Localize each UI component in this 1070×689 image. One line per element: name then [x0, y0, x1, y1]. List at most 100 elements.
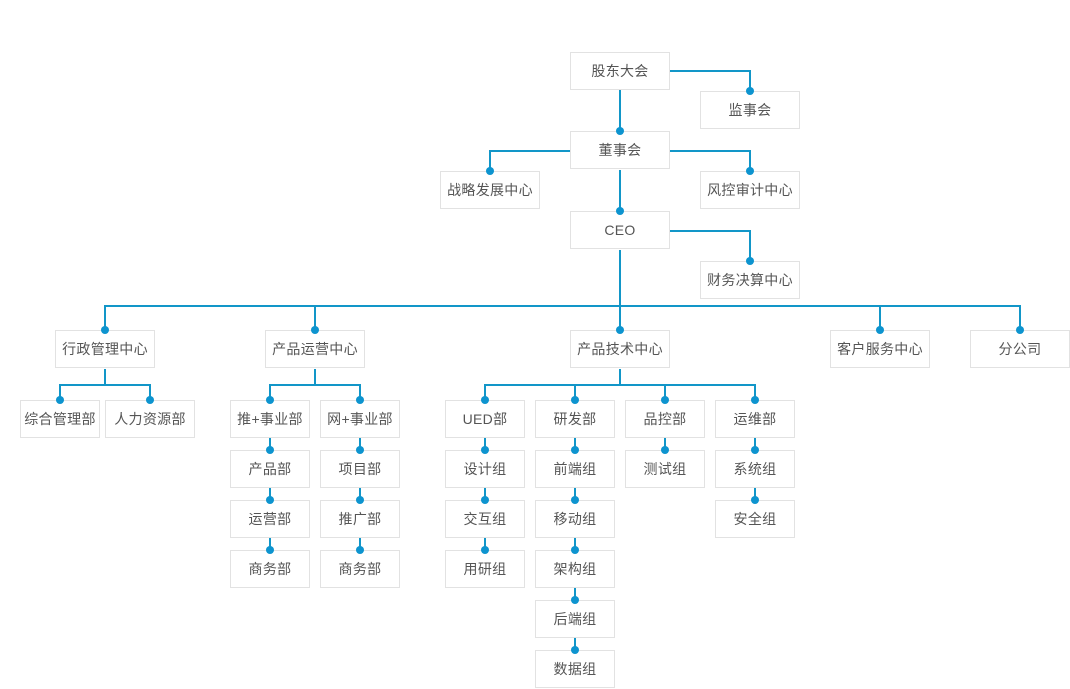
dot-tui-plus — [266, 396, 274, 404]
node-backend-group[interactable]: 后端组 — [535, 600, 615, 638]
node-design-group[interactable]: 设计组 — [445, 450, 525, 488]
node-board-of-supervisors[interactable]: 监事会 — [700, 91, 800, 129]
connector-board-to-strategy-v — [489, 150, 491, 172]
node-qc-dept[interactable]: 品控部 — [625, 400, 705, 438]
drop-admin-center — [104, 305, 106, 331]
dot-board — [616, 127, 624, 135]
drop-human-resources — [149, 384, 151, 400]
node-architecture-group[interactable]: 架构组 — [535, 550, 615, 588]
connector-board-to-ceo — [619, 170, 621, 212]
node-general-management-dept[interactable]: 综合管理部 — [20, 400, 100, 438]
node-risk-audit-center[interactable]: 风控审计中心 — [700, 171, 800, 209]
dot-rd — [571, 396, 579, 404]
connector-shareholders-to-supervisors-v — [749, 70, 751, 92]
chain-rd-2 — [574, 488, 576, 500]
node-product-operations-center[interactable]: 产品运营中心 — [265, 330, 365, 368]
dot-risk — [746, 167, 754, 175]
dot-business-dept-left — [266, 546, 274, 554]
connector-admin-bar — [59, 384, 150, 386]
node-business-dept-left[interactable]: 商务部 — [230, 550, 310, 588]
node-human-resources-dept[interactable]: 人力资源部 — [105, 400, 195, 438]
dot-system-group — [751, 446, 759, 454]
node-admin-management-center[interactable]: 行政管理中心 — [55, 330, 155, 368]
node-operations-dept[interactable]: 运营部 — [230, 500, 310, 538]
dot-ued — [481, 396, 489, 404]
drop-tui-plus — [269, 384, 271, 400]
dot-ops-maintenance — [751, 396, 759, 404]
node-business-dept-right[interactable]: 商务部 — [320, 550, 400, 588]
node-ops-maintenance-dept[interactable]: 运维部 — [715, 400, 795, 438]
dot-wang-plus — [356, 396, 364, 404]
chain-ued-3 — [484, 538, 486, 550]
node-data-group[interactable]: 数据组 — [535, 650, 615, 688]
dot-product-dept — [266, 446, 274, 454]
node-ued-dept[interactable]: UED部 — [445, 400, 525, 438]
node-security-group[interactable]: 安全组 — [715, 500, 795, 538]
drop-rd — [574, 384, 576, 400]
connector-board-to-risk-v — [749, 150, 751, 172]
chain-ued-1 — [484, 438, 486, 450]
dot-customer-service-center — [876, 326, 884, 334]
node-finance-settlement-center[interactable]: 财务决算中心 — [700, 261, 800, 299]
dot-test-group — [661, 446, 669, 454]
dot-human-resources — [146, 396, 154, 404]
node-test-group[interactable]: 测试组 — [625, 450, 705, 488]
node-interaction-group[interactable]: 交互组 — [445, 500, 525, 538]
node-mobile-group[interactable]: 移动组 — [535, 500, 615, 538]
connector-product-tech-stem — [619, 369, 621, 385]
connector-product-ops-stem — [314, 369, 316, 385]
drop-product-ops-center — [314, 305, 316, 331]
dot-mobile-group — [571, 496, 579, 504]
chain-tui-3 — [269, 538, 271, 550]
chain-wang-3 — [359, 538, 361, 550]
dot-general-management — [56, 396, 64, 404]
node-customer-service-center[interactable]: 客户服务中心 — [830, 330, 930, 368]
node-branch-company[interactable]: 分公司 — [970, 330, 1070, 368]
node-promotion-dept[interactable]: 推广部 — [320, 500, 400, 538]
connector-board-to-strategy-h — [490, 150, 570, 152]
node-shareholders-meeting[interactable]: 股东大会 — [570, 52, 670, 90]
node-project-dept[interactable]: 项目部 — [320, 450, 400, 488]
node-product-technology-center[interactable]: 产品技术中心 — [570, 330, 670, 368]
drop-wang-plus — [359, 384, 361, 400]
chain-rd-1 — [574, 438, 576, 450]
connector-ceo-to-finance-v — [749, 230, 751, 262]
node-ceo[interactable]: CEO — [570, 211, 670, 249]
chain-rd-5 — [574, 638, 576, 650]
connector-shareholders-to-supervisors-h — [670, 70, 750, 72]
node-system-group[interactable]: 系统组 — [715, 450, 795, 488]
node-wang-plus-business-unit[interactable]: 网+事业部 — [320, 400, 400, 438]
connector-product-tech-bar — [484, 384, 755, 386]
dot-design-group — [481, 446, 489, 454]
dot-architecture-group — [571, 546, 579, 554]
dot-product-ops-center — [311, 326, 319, 334]
node-product-dept[interactable]: 产品部 — [230, 450, 310, 488]
chain-wang-1 — [359, 438, 361, 450]
drop-branch-company — [1019, 305, 1021, 331]
node-user-research-group[interactable]: 用研组 — [445, 550, 525, 588]
drop-qc — [664, 384, 666, 400]
connector-ceo-to-finance-h — [670, 230, 750, 232]
node-frontend-group[interactable]: 前端组 — [535, 450, 615, 488]
connector-shareholders-to-board — [619, 90, 621, 132]
node-board-of-directors[interactable]: 董事会 — [570, 131, 670, 169]
chain-ued-2 — [484, 488, 486, 500]
connector-product-ops-bar — [269, 384, 360, 386]
dot-security-group — [751, 496, 759, 504]
node-strategy-development-center[interactable]: 战略发展中心 — [440, 171, 540, 209]
dot-operations-dept — [266, 496, 274, 504]
node-rd-dept[interactable]: 研发部 — [535, 400, 615, 438]
chain-ops-1 — [754, 438, 756, 450]
drop-ops-maintenance — [754, 384, 756, 400]
node-tui-plus-business-unit[interactable]: 推+事业部 — [230, 400, 310, 438]
dot-backend-group — [571, 596, 579, 604]
chain-tui-2 — [269, 488, 271, 500]
drop-customer-service-center — [879, 305, 881, 331]
dot-business-dept-right — [356, 546, 364, 554]
chain-ops-2 — [754, 488, 756, 500]
chain-rd-4 — [574, 588, 576, 600]
dot-branch-company — [1016, 326, 1024, 334]
distribution-bar-level4 — [104, 305, 1020, 307]
connector-board-to-risk-h — [670, 150, 750, 152]
chain-tui-1 — [269, 438, 271, 450]
